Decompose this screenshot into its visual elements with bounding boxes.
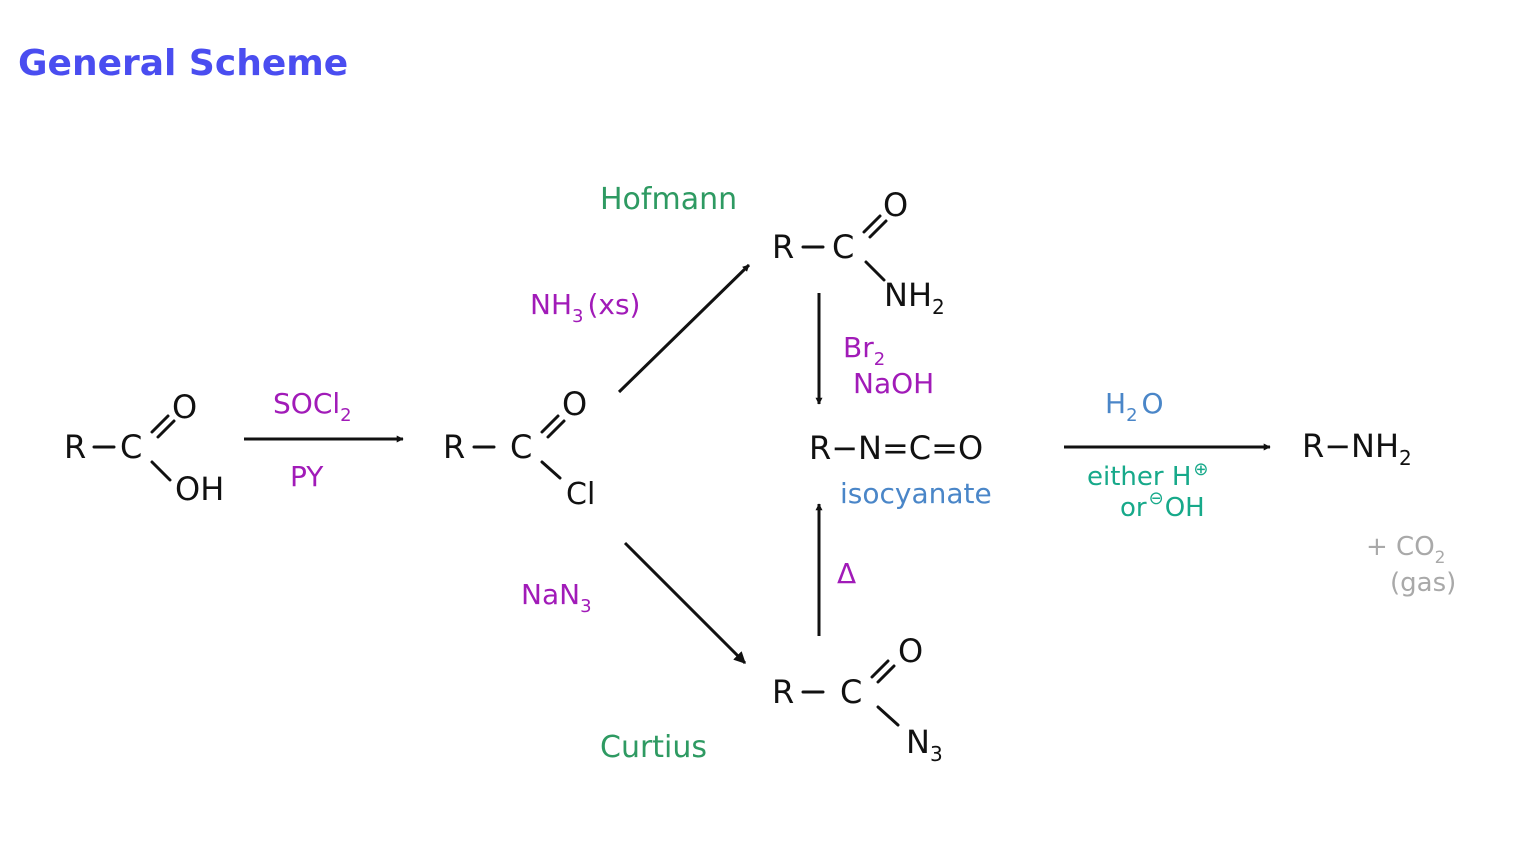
acyl-azide-co-double-bond-1: [870, 659, 890, 679]
reagent-nan3: NaN3: [521, 578, 592, 617]
acyl-azide-cn-bond: [876, 705, 900, 727]
amide-nh2-group: NH2: [884, 276, 945, 319]
acyl-chloride-cl-atom: Cl: [566, 477, 595, 512]
reagent-br2: Br2: [843, 331, 885, 370]
amine-formula: R−NH2: [1302, 427, 1412, 470]
acyl-chloride-c-atom: C: [510, 428, 532, 466]
acyl-azide-structure: R C O N3: [772, 632, 943, 766]
byproduct-co2: + CO2: [1366, 532, 1446, 568]
acyl-azide-r-atom: R: [772, 673, 794, 711]
amide-o-atom: O: [883, 186, 908, 224]
acid-oh-group: OH: [175, 470, 224, 508]
amide-co-double-bond-2: [868, 219, 888, 239]
amide-r-atom: R: [772, 228, 794, 266]
reagent-socl2: SOCl2: [273, 387, 352, 426]
amide-co-double-bond-1: [862, 214, 882, 234]
acyl-azide-c-atom: C: [840, 673, 862, 711]
reagent-py: PY: [290, 460, 324, 493]
acid-r-atom: R: [64, 428, 86, 466]
acyl-chloride-co-double-bond-2: [546, 419, 566, 439]
hofmann-label: Hofmann: [600, 182, 737, 217]
acyl-azide-co-double-bond-2: [876, 664, 896, 684]
isocyanate-label: isocyanate: [840, 477, 992, 510]
acyl-azide-n3-group: N3: [906, 723, 943, 766]
acid-coh-bond: [150, 460, 172, 482]
reagent-naoh: NaOH: [853, 367, 934, 400]
acid-co-double-bond-1: [150, 414, 170, 434]
reagent-nh3-excess: NH3(xs): [530, 288, 640, 327]
acid-c-atom: C: [120, 428, 142, 466]
arrow-acyl-chloride-to-acyl-azide: [623, 541, 747, 665]
amide-cn-bond: [864, 260, 886, 282]
acyl-chloride-structure: R C O Cl: [443, 385, 595, 512]
byproduct-gas-label: (gas): [1390, 568, 1456, 598]
catalyst-or-oh: or⊖OH: [1120, 488, 1205, 523]
acid-co-double-bond-2: [156, 419, 176, 439]
acyl-azide-o-atom: O: [898, 632, 923, 670]
acid-o-atom: O: [172, 388, 197, 426]
acyl-chloride-r-atom: R: [443, 428, 465, 466]
acyl-chloride-ccl-bond: [540, 460, 562, 480]
acyl-chloride-o-atom: O: [562, 385, 587, 423]
acyl-chloride-co-double-bond-1: [540, 414, 560, 434]
arrow-acyl-chloride-to-amide: [617, 263, 751, 394]
amide-structure: R C O NH2: [772, 186, 945, 319]
carboxylic-acid-structure: R C O OH: [64, 388, 224, 508]
amide-c-atom: C: [832, 228, 854, 266]
curtius-label: Curtius: [600, 730, 707, 765]
isocyanate-formula: R−N=C=O: [809, 429, 983, 467]
reagent-heat: Δ: [837, 557, 856, 590]
page-title: General Scheme: [18, 43, 348, 84]
catalyst-either-h: either H⊕: [1087, 459, 1209, 492]
